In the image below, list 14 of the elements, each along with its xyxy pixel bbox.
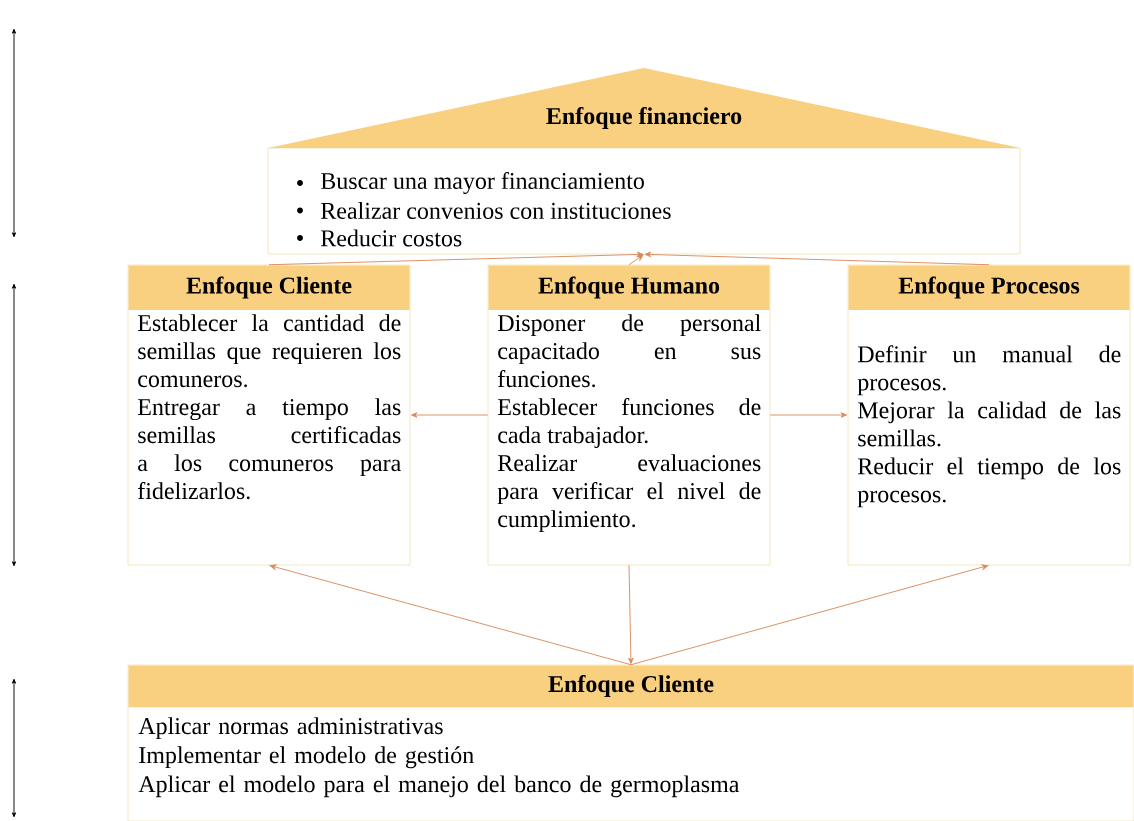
arrow — [769, 412, 847, 418]
arrow — [628, 564, 634, 664]
arrow — [411, 412, 489, 418]
column-box: Enfoque Procesos Definir un manual de procesos. Mejorar la calidad de las semillas. Reducir el tiempo de los procesos. — [847, 264, 1131, 566]
column-box: Enfoque Humano Disponer de personal capacitado en sus funciones. Establecer funciones de cada trabajador. Realizar evaluaciones para verificar el nivel de cumplimiento. — [487, 264, 771, 566]
base-box: Enfoque Cliente Aplicar normas administrativas Implementar el modelo de gestión Aplicar el modelo para el manejo del banco de germoplasma — [127, 664, 1134, 821]
house-box: Enfoque financiero Buscar una mayor financiamiento Realizar convenios con instituciones Reducir costos — [267, 68, 1021, 255]
arrow — [628, 254, 644, 266]
arrow — [644, 251, 990, 266]
arrow — [269, 564, 632, 666]
arrow — [630, 564, 989, 666]
column-box: Enfoque Cliente Establecer la cantidad de semillas que requieren los comuneros. Entregar a tiempo las semillas certificadas a los comuneros para fidelizarlos. — [127, 264, 411, 566]
arrow — [268, 251, 644, 266]
node-label: Enfoque financiero — [546, 107, 742, 129]
